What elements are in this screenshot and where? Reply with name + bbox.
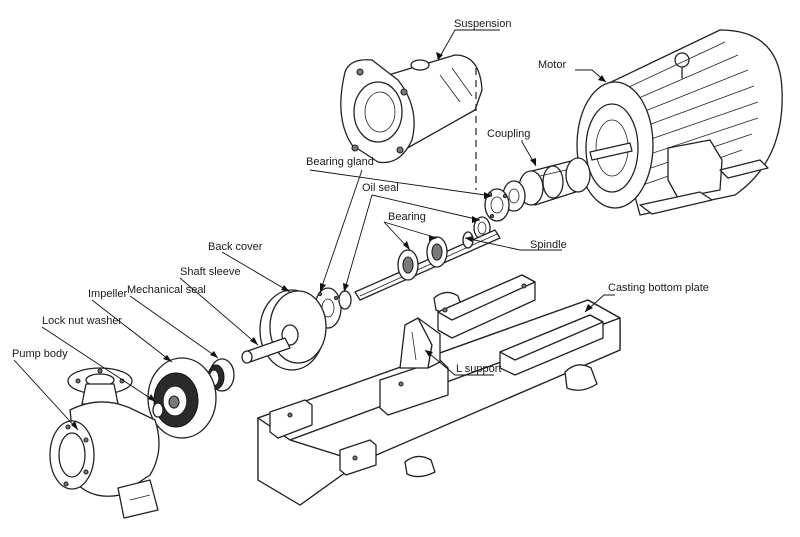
motor-part bbox=[576, 29, 783, 216]
bearing-gland-part bbox=[484, 188, 510, 222]
label-shaft-sleeve: Shaft sleeve bbox=[180, 266, 241, 278]
shaft-sleeve-part bbox=[241, 337, 291, 364]
label-bearing: Bearing bbox=[388, 211, 426, 223]
label-back-cover: Back cover bbox=[208, 241, 263, 253]
label-impeller: Impeller bbox=[88, 288, 127, 300]
impeller-part bbox=[147, 357, 217, 439]
label-bearing-gland: Bearing gland bbox=[306, 156, 374, 168]
label-spindle: Spindle bbox=[530, 239, 567, 251]
label-casting-bottom-plate: Casting bottom plate bbox=[608, 282, 709, 294]
label-lock-nut-washer: Lock nut washer bbox=[42, 315, 122, 327]
coupling-part bbox=[502, 157, 591, 212]
label-pump-body: Pump body bbox=[12, 348, 68, 360]
label-suspension: Suspension bbox=[454, 18, 512, 30]
label-oil-seal: Oil seal bbox=[362, 182, 399, 194]
label-coupling: Coupling bbox=[487, 128, 530, 140]
pump-body-part bbox=[49, 367, 160, 519]
label-mechanical-seal: Mechanical seal bbox=[127, 284, 206, 296]
back-cover-part bbox=[259, 289, 327, 371]
l-support-part bbox=[399, 317, 441, 369]
label-motor: Motor bbox=[538, 59, 566, 71]
suspension-part bbox=[340, 54, 483, 164]
lock-nut-washer-part bbox=[152, 402, 164, 418]
spindle-part bbox=[354, 229, 501, 301]
casting-bottom-plate bbox=[257, 274, 621, 506]
leader-lines bbox=[13, 29, 615, 431]
label-l-support: L support bbox=[456, 363, 501, 375]
